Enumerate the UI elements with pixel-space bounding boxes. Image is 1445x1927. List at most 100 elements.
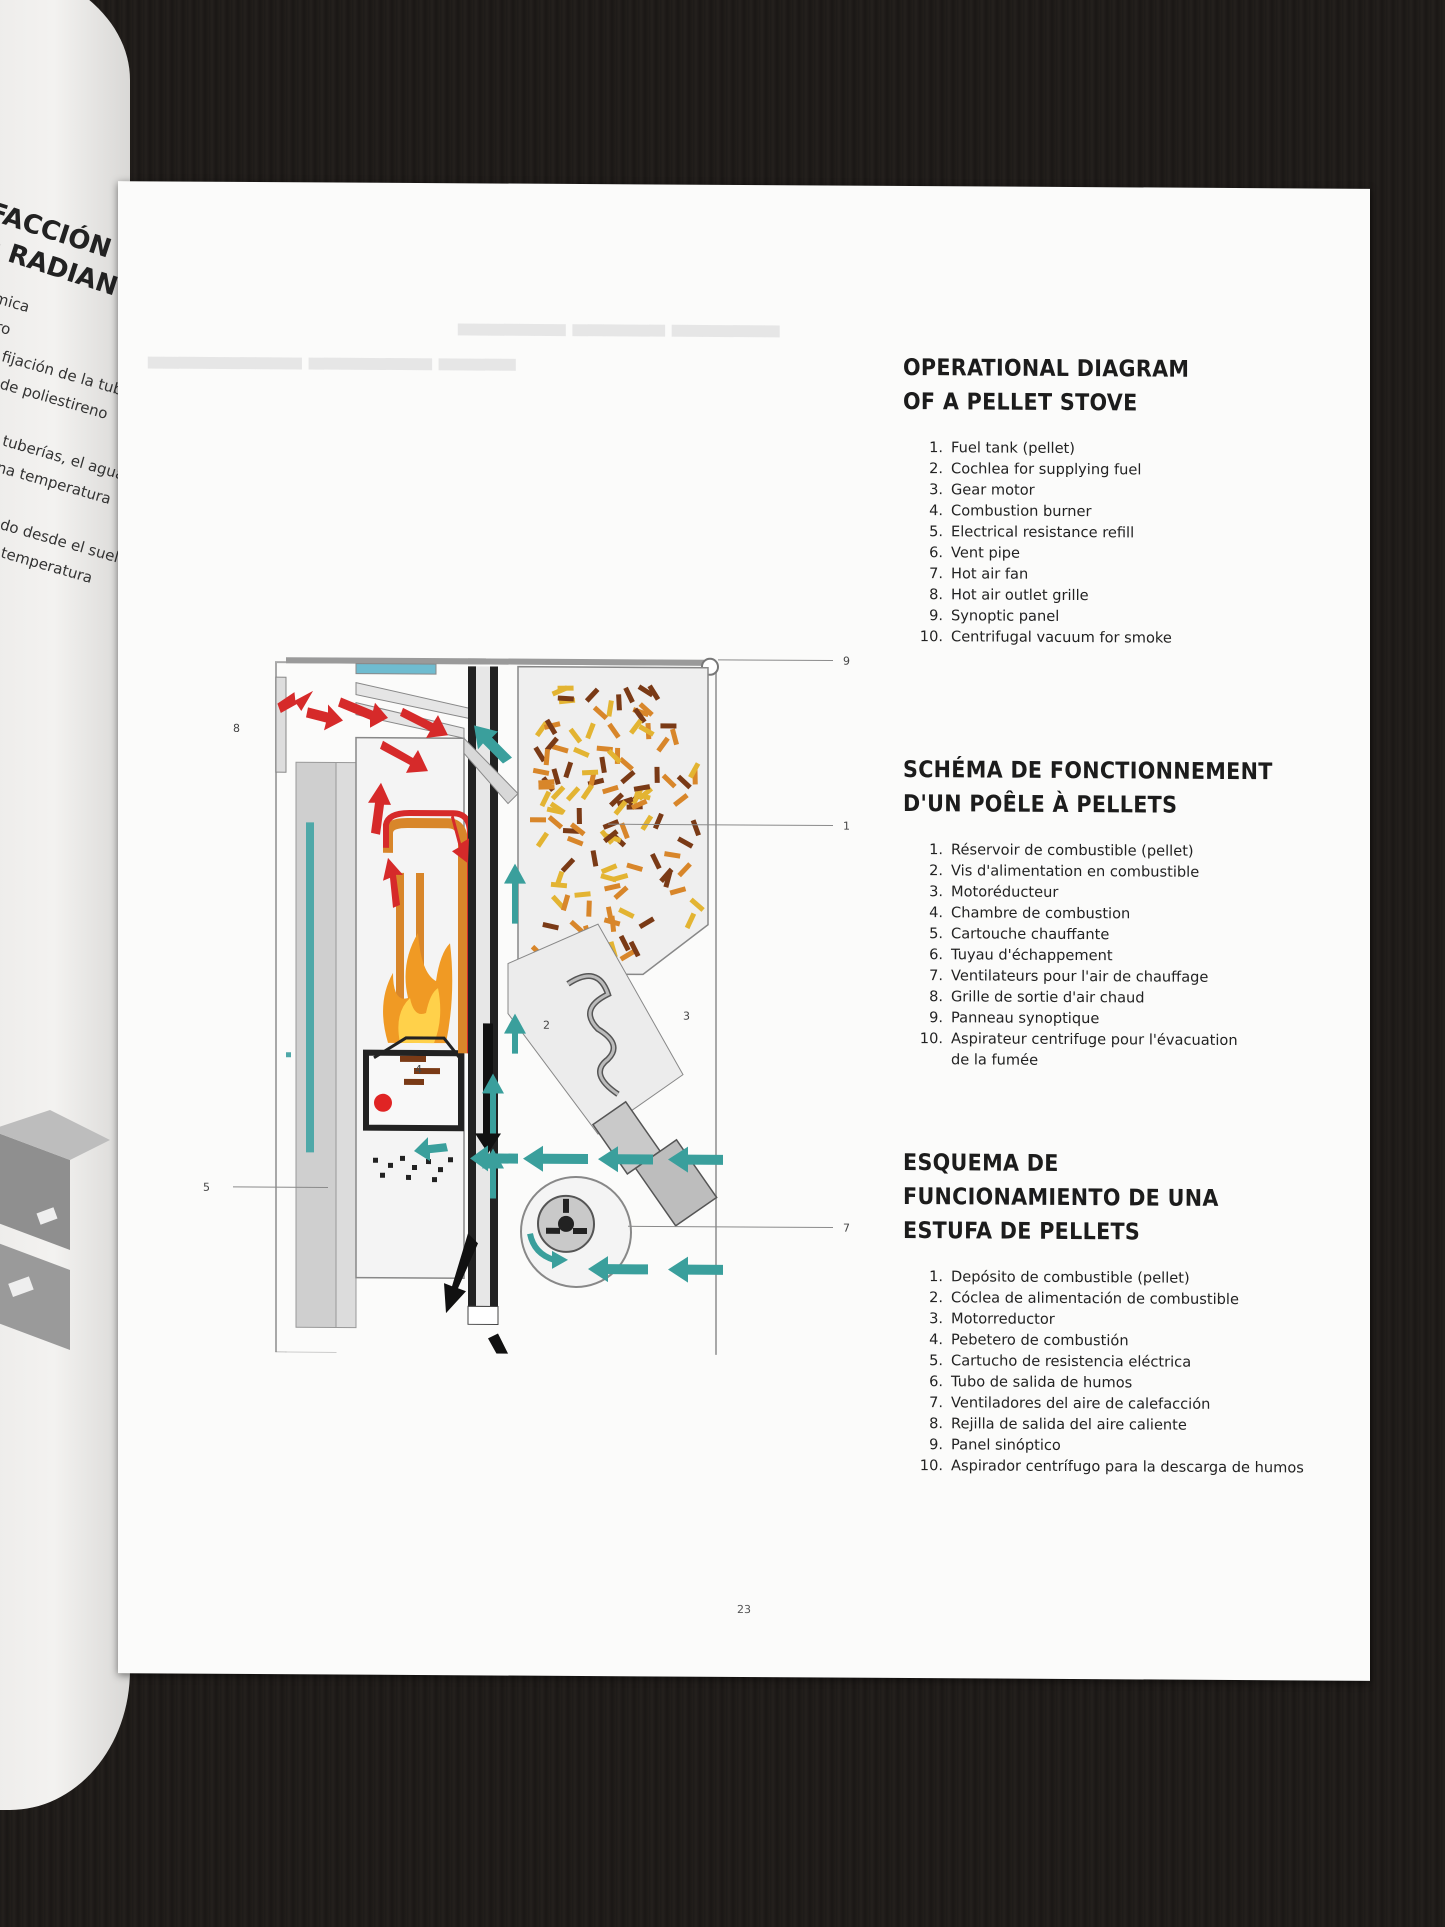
pellet <box>672 793 689 807</box>
legend-item-number: 8. <box>929 988 943 1006</box>
legend-item: 10. Centrifugal vacuum for smoke <box>903 626 1323 650</box>
pellet <box>669 886 687 896</box>
pellet <box>630 798 648 811</box>
pellet <box>618 907 635 919</box>
legend-item-text: Centrifugal vacuum for smoke <box>951 628 1172 647</box>
legend-item: 10.Aspirador centrífugo para la descarga… <box>903 1455 1323 1479</box>
legend-item-text: Depósito de combustible (pellet) <box>951 1268 1190 1287</box>
legend-item-number: 4. <box>929 904 943 922</box>
legend-item: 8.Grille de sortie d'air chaud <box>903 986 1323 1010</box>
legend-item-number: 2. <box>929 1289 943 1307</box>
legend-item-text: Rejilla de salida del aire caliente <box>951 1415 1187 1434</box>
pellet <box>618 934 631 952</box>
legend-item-text: Pebetero de combustión <box>951 1331 1129 1350</box>
legend-item: 9.Panneau synoptique <box>903 1007 1323 1031</box>
legend-item: 6.Tuyau d'échappement <box>903 944 1323 968</box>
legend-list-french: 1.Réservoir de combustible (pellet)2. Vis… <box>903 839 1323 1073</box>
pellet <box>634 791 651 801</box>
pellet <box>600 863 618 875</box>
left-page-text: mica ero de fijación de la tubería nte d… <box>0 285 130 626</box>
legend-english: OPERATIONAL DIAGRAM OF A PELLET STOVE 1.… <box>903 351 1323 650</box>
pellet <box>592 705 609 721</box>
pellet <box>613 885 629 900</box>
legend-item-text: Vis d'alimentation en combustible <box>951 862 1200 881</box>
title-line: SCHÉMA DE FONCTIONNEMENT <box>903 756 1273 786</box>
legend-item-text: Motorreductor <box>951 1310 1055 1328</box>
legend-item-number: 9. <box>929 1436 943 1454</box>
pellet <box>650 852 662 870</box>
legend-item: 4.Pebetero de combustión <box>903 1329 1323 1353</box>
legend-item: 9. Panel sinóptico <box>903 1434 1323 1458</box>
legend-item-text: Fuel tank (pellet) <box>951 439 1075 458</box>
legend-item: 1. Fuel tank (pellet) <box>903 437 1323 461</box>
legend-spanish: ESQUEMA DE FUNCIONAMIENTO DE UNA ESTUFA … <box>903 1146 1323 1479</box>
pellet <box>600 873 618 883</box>
legend-item: 1.Réservoir de combustible (pellet) <box>903 839 1323 863</box>
pellet <box>569 919 585 935</box>
legend-item: 7.Ventiladores del aire de calefacción <box>903 1392 1323 1416</box>
legend-item-text: Hot air fan <box>951 565 1029 583</box>
legend-item-number: 6. <box>929 946 943 964</box>
legend-item-number: 10. <box>919 1457 943 1475</box>
legend-item: 6.Tubo de salida de humos <box>903 1371 1323 1395</box>
pellet <box>569 822 586 837</box>
pellet <box>544 736 559 753</box>
legend-item-text: Combustion burner <box>951 502 1092 521</box>
legend-item: 3.Gear motor <box>903 479 1323 503</box>
legend-item-text: Vent pipe <box>951 544 1020 562</box>
pellet <box>596 745 613 753</box>
title-spanish: ESQUEMA DE FUNCIONAMIENTO DE UNA ESTUFA … <box>903 1146 1323 1251</box>
pellet <box>551 744 569 754</box>
pellet <box>606 700 614 717</box>
pellet <box>551 685 569 697</box>
pellet <box>601 784 619 795</box>
pellet <box>585 722 596 740</box>
callout-5: 5 <box>203 1181 210 1194</box>
legend-item-text: Ventilateurs pour l'air de chauffage <box>951 967 1209 986</box>
pellet <box>619 948 636 962</box>
legend-item-text: Tubo de salida de humos <box>951 1373 1133 1392</box>
legend-item: 8.Hot air outlet grille <box>903 584 1323 608</box>
pellet <box>623 686 635 704</box>
pellet <box>613 800 628 816</box>
legend-item-number: 1. <box>929 841 943 859</box>
legend-item-text: Cartucho de resistencia eléctrica <box>951 1352 1192 1371</box>
legend-item-number: 2. <box>929 862 943 880</box>
pellet <box>563 761 574 779</box>
legend-list-spanish: 1. Depósito de combustible (pellet) 2. Cócl… <box>903 1266 1323 1479</box>
pellet-stove-diagram: 1 2 3 4 5 6 7 8 9 10 <box>203 655 850 1356</box>
pellet <box>647 684 661 701</box>
legend-item-number: 10. <box>919 628 943 646</box>
pellet <box>620 770 636 785</box>
legend-item-text: Cóclea de alimentación de combustible <box>951 1289 1239 1309</box>
callout-2: 2 <box>543 1019 550 1032</box>
legend-item-number: 7. <box>929 565 943 583</box>
left-page-illustration <box>0 1110 110 1350</box>
legend-item-text: Cochlea for supplying fuel <box>951 460 1142 479</box>
legend-item-text: Aspirateur centrifuge pour l'évacuation <box>951 1030 1238 1050</box>
pellet <box>550 894 566 910</box>
pellet <box>608 941 618 958</box>
legend-item-number: 7. <box>929 967 943 985</box>
legend-item-text: Cartouche chauffante <box>951 925 1110 944</box>
legend-item-number: 5. <box>929 1352 943 1370</box>
title-line: OF A PELLET STOVE <box>903 388 1138 417</box>
right-page: ▀▀▀▀▀▀▀ ▀▀▀▀▀▀ ▀▀▀▀▀▀▀ ▀▀▀▀▀▀▀▀▀▀ ▀▀▀▀▀▀… <box>118 181 1370 1681</box>
pellet <box>619 822 630 840</box>
pellet <box>676 774 692 790</box>
legend-item-text: de la fumée <box>951 1051 1039 1069</box>
pellet <box>533 746 547 763</box>
legend-item-text: Electrical resistance refill <box>951 523 1135 542</box>
pellet <box>609 792 625 808</box>
legend-item-text: Panel sinóptico <box>951 1436 1061 1454</box>
legend-item-number: 1. <box>929 1268 943 1286</box>
pellet <box>586 900 592 917</box>
pellet <box>684 912 697 930</box>
pellet <box>690 819 701 837</box>
pellet <box>633 707 647 724</box>
legend-item-number: 1. <box>929 439 943 457</box>
title-french: SCHÉMA DE FONCTIONNEMENT D'UN POÊLE À PE… <box>903 753 1323 824</box>
legend-item: 5. Cartucho de resistencia eléctrica <box>903 1350 1323 1374</box>
pellet <box>557 695 574 702</box>
pellet <box>688 762 701 779</box>
